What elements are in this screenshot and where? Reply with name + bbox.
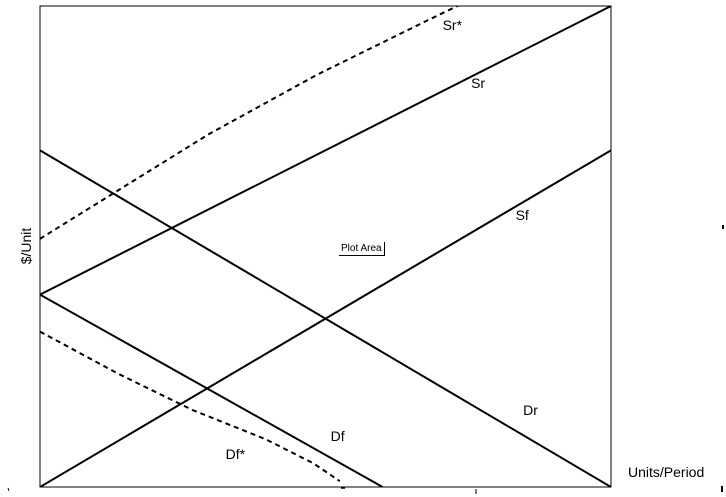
series-label-sf: Sf [516, 207, 529, 223]
series-label-sr-star: Sr* [443, 17, 463, 33]
series-line-df-star [40, 330, 341, 483]
series-line-df [40, 293, 384, 487]
series-line-sr [40, 6, 611, 296]
series-label-df: Df [331, 428, 345, 444]
plot-area-tooltip: Plot Area [339, 242, 385, 256]
y-axis-label: $/Unit [18, 227, 34, 265]
x-axis-label: Units/Period [628, 464, 705, 480]
series-label-sr: Sr [471, 75, 485, 91]
series-label-df-star: Df* [226, 446, 246, 462]
stray-tick-marks [7, 225, 724, 494]
series-layer [40, 6, 611, 487]
series-label-dr: Dr [523, 402, 538, 418]
series-line-dr [40, 149, 611, 487]
left-edge-mark [7, 487, 10, 492]
series-line-sr-star [40, 6, 460, 240]
